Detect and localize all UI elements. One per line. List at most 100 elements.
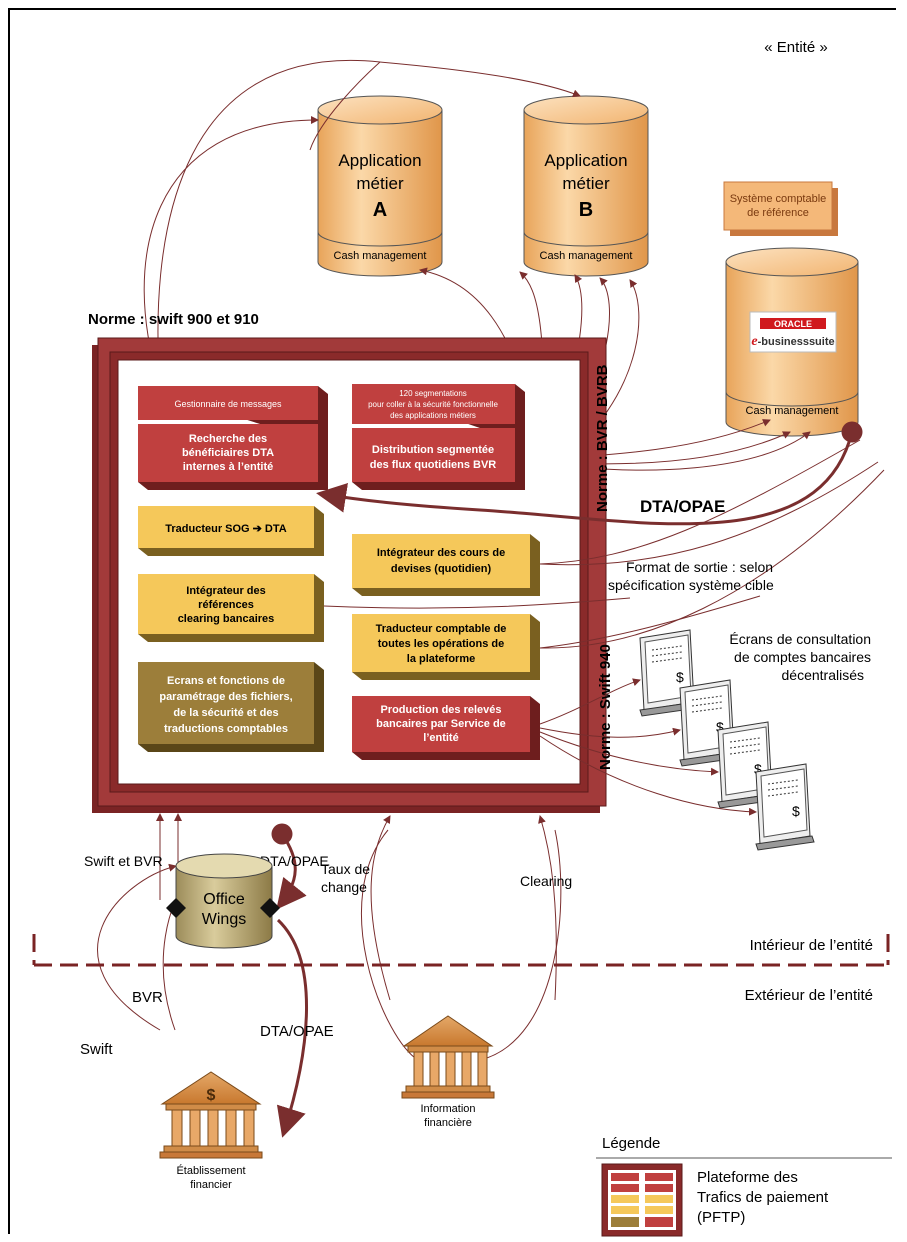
- office-line2: Wings: [202, 911, 246, 928]
- taux-line2: change: [321, 879, 367, 895]
- app-a-cylinder: Application métier A Cash management: [317, 95, 443, 277]
- dta-opae-main-label: DTA/OPAE: [640, 497, 725, 516]
- oracle-brand: ORACLE: [774, 319, 812, 329]
- office-wings-database: Office Wings: [166, 853, 280, 949]
- trad-compta-line1: Traducteur comptable de: [376, 623, 507, 635]
- dta-opae-bottom-label: DTA/OPAE: [260, 1023, 334, 1040]
- exterieur-label: Extérieur de l’entité: [745, 987, 873, 1004]
- svg-text:$: $: [754, 761, 762, 777]
- swift-bvr-label: Swift et BVR: [84, 853, 163, 869]
- legende-title: Légende: [602, 1135, 660, 1152]
- norme-swift-940-label: Norme : Swift 940: [597, 644, 614, 770]
- module-traducteur-sog: Traducteur SOG ➔ DTA: [138, 506, 324, 556]
- svg-text:e-businesssuite: e-businesssuite: [751, 334, 834, 349]
- pftp-line2: Trafics de paiement: [697, 1189, 829, 1206]
- gestionnaire-label: Gestionnaire de messages: [174, 399, 282, 409]
- swift-label: Swift: [80, 1041, 113, 1058]
- format-sortie-curves: [323, 439, 885, 649]
- office-left-diamond: [166, 898, 186, 918]
- ecrans-fn-line3: de la sécurité et des: [173, 707, 278, 719]
- prod-line2: bancaires par Service de: [376, 718, 506, 730]
- seg-line2: pour coller à la sécurité fonctionnelle: [368, 400, 498, 409]
- module-recherche: Recherche des bénéficiaires DTA internes…: [138, 424, 328, 490]
- app-b-title1: Application: [544, 151, 627, 170]
- integ-ref-line1: Intégrateur des: [186, 585, 265, 597]
- integ-ref-line2: références: [198, 599, 254, 611]
- format-sortie-line2: spécification système cible: [608, 577, 774, 593]
- etab-line1: Établissement: [176, 1164, 245, 1177]
- module-distribution: Distribution segmentée des flux quotidie…: [352, 428, 525, 490]
- ecrans-line3: décentralisés: [782, 667, 865, 683]
- app-b-letter: B: [579, 199, 593, 221]
- integ-ref-line3: clearing bancaires: [178, 613, 275, 625]
- integ-cours-line2: devises (quotidien): [391, 563, 492, 575]
- bvr-label: BVR: [132, 989, 163, 1006]
- diagram-frame: [8, 8, 896, 1234]
- interieur-label: Intérieur de l’entité: [750, 937, 873, 954]
- ecrans-fn-line1: Ecrans et fonctions de: [167, 675, 285, 687]
- ref-system-line2: de référence: [747, 207, 809, 219]
- info-line2: financière: [424, 1117, 472, 1129]
- app-a-footer: Cash management: [334, 250, 427, 262]
- app-a-title1: Application: [338, 151, 421, 170]
- info-line1: Information: [420, 1103, 475, 1115]
- oracle-cylinder: ORACLE e-businesssuite Cash management: [725, 247, 859, 437]
- app-a-title2: métier: [356, 174, 404, 193]
- entity-label: « Entité »: [764, 39, 827, 56]
- norme-swift-900-label: Norme : swift 900 et 910: [88, 311, 259, 328]
- svg-text:$: $: [792, 803, 800, 819]
- oracle-footer: Cash management: [746, 405, 839, 417]
- app-b-footer: Cash management: [540, 250, 633, 262]
- trad-compta-line2: toutes les opérations de: [378, 638, 505, 650]
- recherche-line3: internes à l’entité: [183, 461, 273, 473]
- monitor-arrows: [539, 678, 757, 816]
- module-integ-ref: Intégrateur des références clearing banc…: [138, 574, 324, 642]
- app-b-cylinder: Application métier B Cash management: [523, 95, 649, 277]
- reference-system-box: Système comptable de référence: [723, 181, 838, 236]
- module-ecrans-fonctions: Ecrans et fonctions de paramétrage des f…: [138, 662, 324, 752]
- pftp-line3: (PFTP): [697, 1209, 745, 1226]
- ecrans-line1: Écrans de consultation: [729, 631, 871, 647]
- pftp-line1: Plateforme des: [697, 1169, 798, 1186]
- format-sortie-line1: Format de sortie : selon: [626, 559, 773, 575]
- distrib-line2: des flux quotidiens BVR: [370, 459, 497, 471]
- distrib-line1: Distribution segmentée: [372, 444, 494, 456]
- module-trad-compta: Traducteur comptable de toutes les opéra…: [352, 614, 540, 680]
- ecrans-fn-line2: paramétrage des fichiers,: [159, 691, 292, 703]
- seg-line1: 120 segmentations: [399, 389, 467, 398]
- taux-line1: Taux de: [321, 861, 370, 877]
- module-production: Production des relevés bancaires par Ser…: [352, 696, 540, 760]
- info-bank-icon: [401, 1015, 495, 1099]
- svg-text:$: $: [716, 719, 724, 735]
- traducteur-sog-label: Traducteur SOG ➔ DTA: [165, 523, 287, 535]
- trad-compta-line3: la plateforme: [407, 653, 475, 665]
- ref-system-line1: Système comptable: [730, 193, 827, 205]
- ecrans-fn-line4: traductions comptables: [164, 723, 288, 735]
- recherche-line1: Recherche des: [189, 433, 267, 445]
- module-integ-cours: Intégrateur des cours de devises (quotid…: [352, 534, 540, 596]
- ecrans-line2: de comptes bancaires: [734, 649, 871, 665]
- etab-line2: financier: [190, 1179, 232, 1191]
- legend-pftp-icon: [601, 1163, 683, 1237]
- norme-bvr-label: Norme : BVR / BVRB: [594, 364, 611, 512]
- clearing-label: Clearing: [520, 873, 572, 889]
- office-right-diamond: [260, 898, 280, 918]
- prod-line3: l’entité: [423, 732, 458, 744]
- integ-cours-line1: Intégrateur des cours de: [377, 547, 505, 559]
- seg-line3: des applications métiers: [390, 411, 476, 420]
- oracle-product: -businesssuite: [758, 336, 835, 348]
- monitor-icons: $ $ $ $: [639, 629, 815, 851]
- entity-boundary: [32, 934, 890, 967]
- monitor-icon: $: [755, 763, 815, 851]
- recherche-line2: bénéficiaires DTA: [182, 447, 274, 459]
- bank-icon: $: [159, 1071, 263, 1159]
- app-b-title2: métier: [562, 174, 610, 193]
- oracle-e: e: [751, 334, 757, 349]
- app-a-letter: A: [373, 199, 387, 221]
- bank-symbol: $: [207, 1087, 216, 1104]
- dta-opae-arrow: [316, 421, 863, 526]
- dta-opae-left-label: DTA/OPAE: [260, 853, 329, 869]
- office-line1: Office: [203, 891, 245, 908]
- svg-text:$: $: [676, 669, 684, 685]
